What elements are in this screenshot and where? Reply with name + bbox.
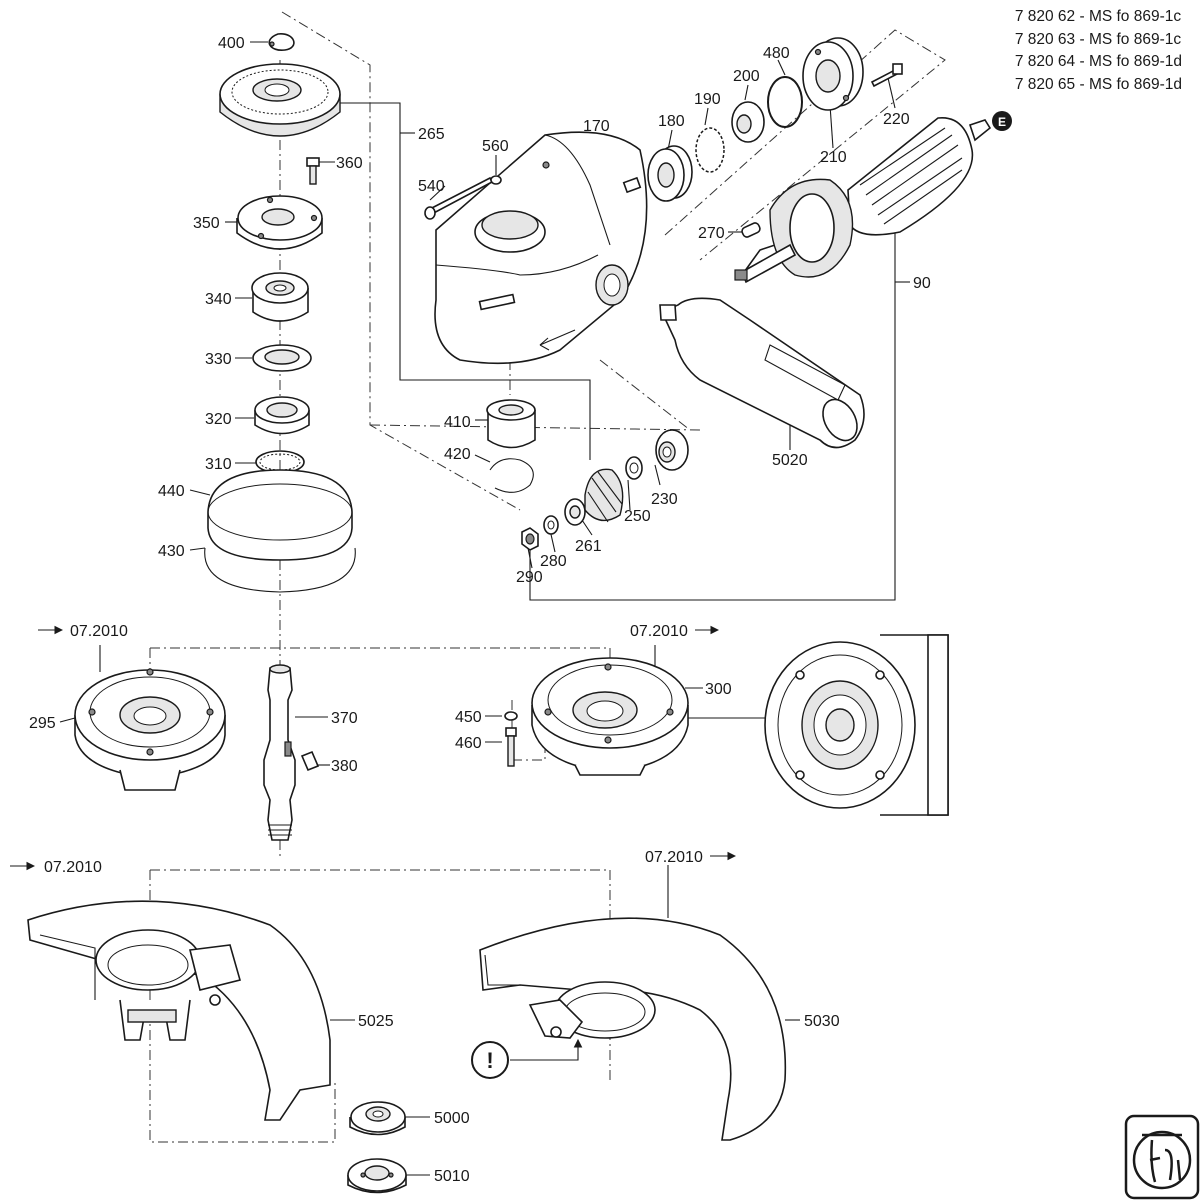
flange-face-view — [764, 634, 949, 816]
auxiliary-handle-5020 — [659, 297, 865, 449]
ring-200 — [731, 101, 765, 143]
screw-220 — [870, 63, 903, 88]
label-295: 295 — [29, 715, 56, 732]
date-arrows — [10, 625, 737, 871]
flange-5000 — [349, 1101, 406, 1136]
pinion-261 — [564, 468, 624, 526]
felt-ring-440 — [207, 469, 353, 561]
label-330: 330 — [205, 351, 232, 368]
bearing-flange-350 — [236, 195, 323, 250]
fein-logo — [1124, 1114, 1200, 1200]
leader-lines — [59, 41, 910, 1176]
label-270: 270 — [698, 225, 725, 242]
label-410: 410 — [444, 414, 471, 431]
woodruff-key-270 — [741, 222, 761, 238]
model-line-1: 7 820 62 - MS fo 869-1c — [1014, 8, 1182, 25]
label-5010: 5010 — [434, 1168, 470, 1185]
label-290: 290 — [516, 569, 543, 586]
label-261: 261 — [575, 538, 602, 555]
model-number-list: 7 820 62 - MS fo 869-1c 7 820 63 - MS fo… — [1015, 6, 1182, 96]
label-200: 200 — [733, 68, 760, 85]
washer-280 — [543, 515, 559, 535]
label-5020: 5020 — [772, 452, 808, 469]
label-90: 90 — [913, 275, 931, 292]
date-marker-4: 07.2010 — [645, 849, 703, 866]
label-210: 210 — [820, 149, 847, 166]
ring-250 — [625, 456, 643, 480]
bearing-180 — [647, 145, 693, 202]
label-540: 540 — [418, 178, 445, 195]
svg-text:E: E — [998, 115, 1006, 129]
key-380 — [300, 750, 320, 772]
label-250: 250 — [624, 508, 651, 525]
circlip-400 — [268, 33, 295, 51]
label-220: 220 — [883, 111, 910, 128]
label-380: 380 — [331, 758, 358, 775]
label-370: 370 — [331, 710, 358, 727]
part-labels: 400 265 360 350 340 330 320 310 440 430 … — [29, 35, 931, 1185]
washer-330 — [252, 344, 312, 372]
spindle-370 — [263, 664, 296, 841]
washer-560 — [490, 175, 502, 185]
circlip-420 — [489, 458, 534, 493]
label-170: 170 — [583, 118, 610, 135]
label-280: 280 — [540, 553, 567, 570]
label-5000: 5000 — [434, 1110, 470, 1127]
ball-bearing-340 — [251, 272, 309, 322]
date-marker-1: 07.2010 — [70, 623, 128, 640]
model-line-3: 7 820 64 - MS fo 869-1d — [1014, 53, 1182, 70]
o-ring-480 — [767, 76, 803, 128]
washer-450 — [504, 711, 518, 721]
bevel-ring-gear-265 — [219, 63, 341, 137]
bearing-flange-210 — [802, 37, 864, 111]
label-400: 400 — [218, 35, 245, 52]
label-310: 310 — [205, 456, 232, 473]
date-marker-3: 07.2010 — [44, 859, 102, 876]
wheel-guard-5025 — [27, 900, 331, 1121]
gear-housing-170 — [434, 131, 648, 365]
seal-ring-430 — [204, 547, 356, 593]
label-360: 360 — [336, 155, 363, 172]
label-350: 350 — [193, 215, 220, 232]
label-5030: 5030 — [804, 1013, 840, 1030]
needle-bushing-410 — [486, 399, 536, 449]
model-line-4: 7 820 65 - MS fo 869-1d — [1014, 75, 1182, 93]
bearing-flange-300 — [531, 657, 689, 776]
spacer-ring-320 — [254, 396, 310, 435]
screw-360 — [306, 157, 320, 185]
bearing-230 — [655, 429, 689, 471]
label-190: 190 — [694, 91, 721, 108]
label-420: 420 — [444, 446, 471, 463]
model-line-2: 7 820 63 - MS fo 869-1c — [1014, 30, 1182, 48]
label-230: 230 — [651, 491, 678, 508]
flange-nut-5010 — [347, 1158, 407, 1194]
armature-90 — [734, 117, 992, 284]
label-300: 300 — [705, 681, 732, 698]
label-460: 460 — [455, 735, 482, 752]
label-450: 450 — [455, 709, 482, 726]
label-5025: 5025 — [358, 1013, 394, 1030]
nut-290 — [521, 527, 539, 551]
screw-460 — [505, 727, 517, 767]
wheel-guard-5030 — [479, 917, 787, 1141]
ring-190 — [695, 127, 725, 173]
e-badge: E — [992, 111, 1012, 131]
label-340: 340 — [205, 291, 232, 308]
svg-text:!: ! — [486, 1048, 493, 1073]
warning-icon: ! — [471, 1041, 509, 1079]
label-320: 320 — [205, 411, 232, 428]
label-180: 180 — [658, 113, 685, 130]
label-265: 265 — [418, 126, 445, 143]
date-marker-2: 07.2010 — [630, 623, 688, 640]
bearing-flange-295 — [74, 668, 226, 791]
label-560: 560 — [482, 138, 509, 155]
label-430: 430 — [158, 543, 185, 560]
label-440: 440 — [158, 483, 185, 500]
label-480: 480 — [763, 45, 790, 62]
